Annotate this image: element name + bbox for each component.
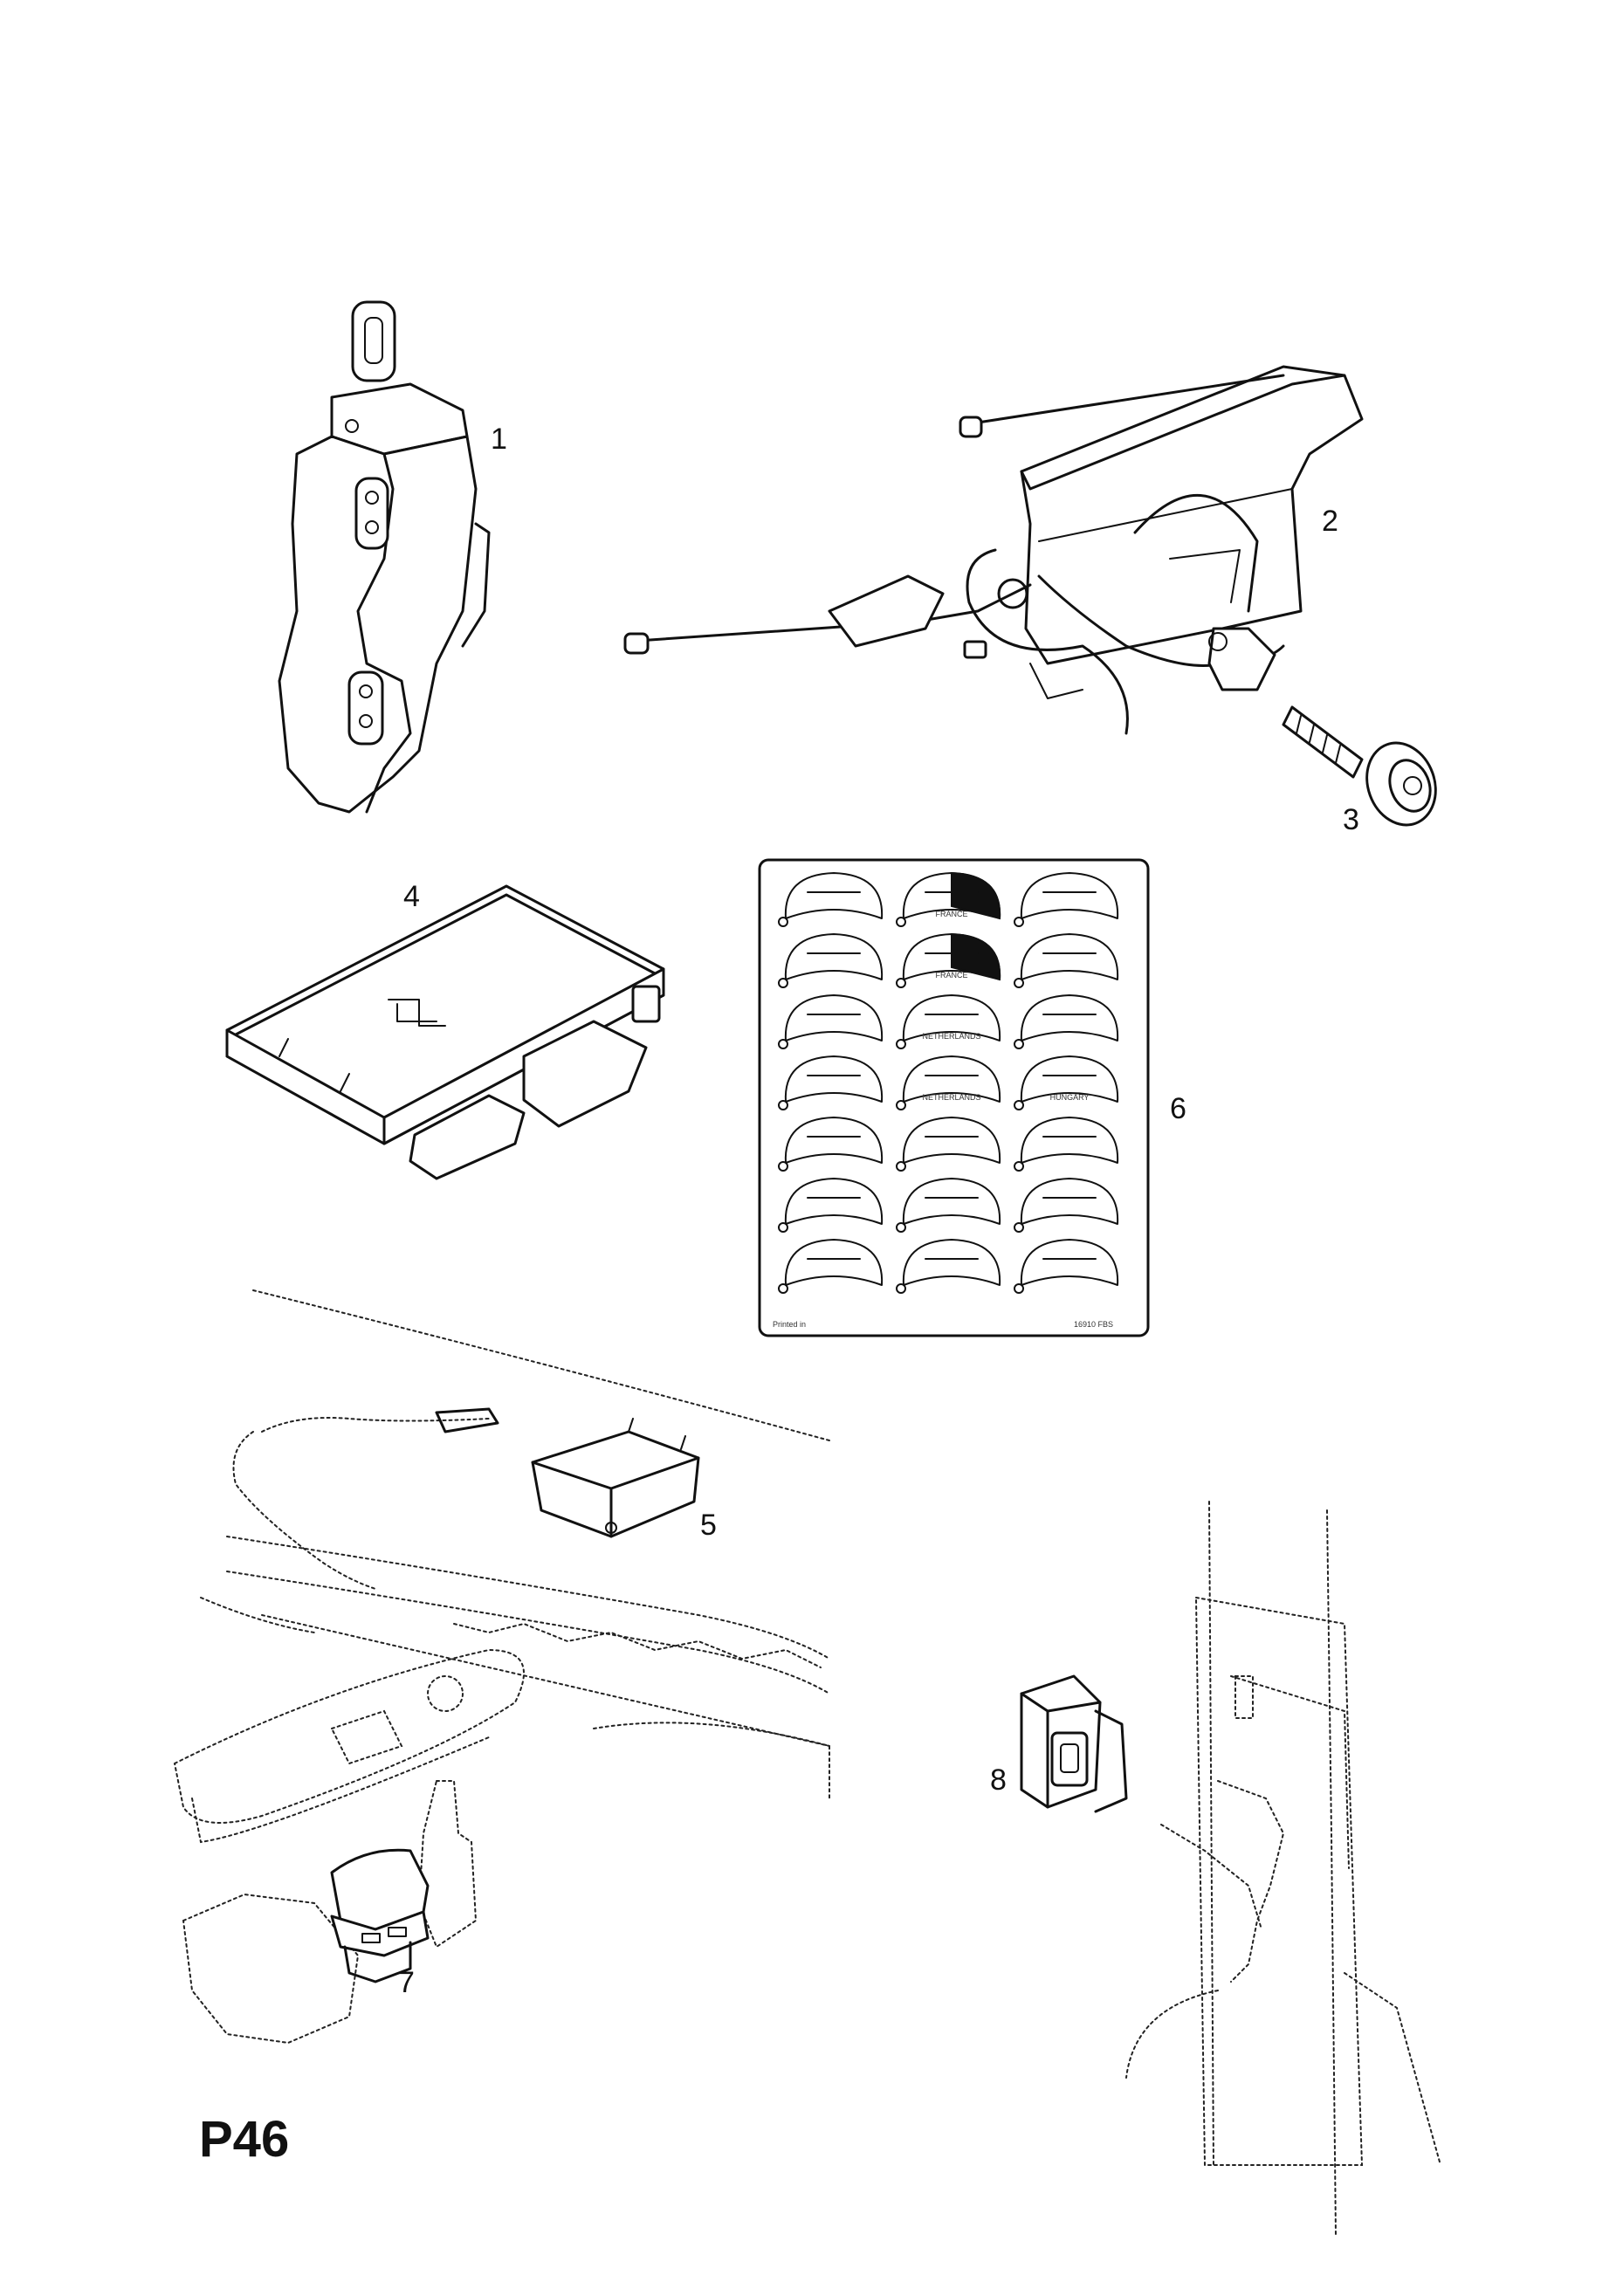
- svg-text:Printed in: Printed in: [773, 1320, 806, 1329]
- callout-2: 2: [1322, 505, 1338, 538]
- sheet-label-dark-band: [951, 932, 1001, 981]
- callout-1: 1: [491, 423, 507, 456]
- part-5-dash-module: [200, 1289, 830, 1799]
- sheet-label-hole: [1014, 1100, 1024, 1110]
- sheet-label: [784, 1178, 884, 1225]
- sheet-label-hole: [896, 1283, 906, 1294]
- part-6-label-sheet: FRANCE FRANCE NETHERLANDS NETHERLANDS HUNGAR…: [758, 858, 1150, 1337]
- sheet-label-hole: [1014, 1283, 1024, 1294]
- sheet-label: [902, 1117, 1001, 1164]
- label-grid: FRANCE FRANCE NETHERLANDS NETHERLANDS HUNGAR…: [778, 871, 1119, 1294]
- sheet-label-hole: [896, 1222, 906, 1233]
- sheet-label-hole: [1014, 1222, 1024, 1233]
- callout-8: 8: [990, 1763, 1007, 1797]
- callout-5: 5: [700, 1509, 717, 1542]
- callout-4: 4: [403, 880, 420, 913]
- svg-text:16910 FBS: 16910 FBS: [1074, 1320, 1113, 1329]
- sheet-label-hole: [1014, 978, 1024, 988]
- callout-7: 7: [398, 1966, 415, 1999]
- sheet-label: [902, 1239, 1001, 1286]
- sheet-label: [784, 872, 884, 919]
- callout-3: 3: [1343, 803, 1359, 836]
- sheet-label-dark-band: [951, 871, 1001, 920]
- sheet-label-hole: [778, 1222, 788, 1233]
- callout-6: 6: [1170, 1092, 1186, 1125]
- sheet-label-hole: [778, 978, 788, 988]
- sheet-label-hole: [896, 978, 906, 988]
- sheet-label-hole: [1014, 1039, 1024, 1049]
- sheet-label: [784, 1117, 884, 1164]
- sheet-label-hole: [1014, 1161, 1024, 1172]
- part-7-switch: [173, 1648, 525, 2045]
- sheet-label: [1020, 1178, 1119, 1225]
- sheet-label-caption: NETHERLANDS: [922, 1032, 980, 1041]
- sheet-label: [1020, 933, 1119, 980]
- part-2-lock-actuator: [623, 365, 1364, 735]
- sheet-label: [784, 1239, 884, 1286]
- sheet-label-hole: [778, 917, 788, 927]
- sheet-label-hole: [896, 1161, 906, 1172]
- sheet-label: [1020, 872, 1119, 919]
- sheet-label-hole: [778, 1283, 788, 1294]
- part-3-screw: [1282, 705, 1437, 827]
- sheet-label-caption: FRANCE: [935, 971, 967, 980]
- sheet-label: [1020, 1239, 1119, 1286]
- sheet-label-hole: [896, 1039, 906, 1049]
- part-1-key-switch: [278, 300, 491, 814]
- sheet-label-caption: FRANCE: [935, 910, 967, 918]
- sheet-label: [784, 1055, 884, 1103]
- sheet-label: [902, 1055, 1001, 1103]
- sheet-label: [902, 1178, 1001, 1225]
- sheet-label-hole: [778, 1100, 788, 1110]
- sheet-label: [1020, 1055, 1119, 1103]
- sheet-label-caption: HUNGARY: [1050, 1093, 1090, 1102]
- sheet-label-hole: [778, 1039, 788, 1049]
- sheet-label-caption: NETHERLANDS: [922, 1093, 980, 1102]
- sheet-label: [902, 994, 1001, 1041]
- sheet-label-hole: [896, 1100, 906, 1110]
- sheet-label: [784, 933, 884, 980]
- sheet-label: [1020, 1117, 1119, 1164]
- part-8-pillar-switch: [1020, 1501, 1441, 2236]
- part-4-control-module: [225, 884, 665, 1180]
- sheet-label-hole: [1014, 917, 1024, 927]
- page-code: P46: [199, 2111, 290, 2168]
- sheet-label-hole: [778, 1161, 788, 1172]
- sheet-label: [784, 994, 884, 1041]
- sheet-label: [1020, 994, 1119, 1041]
- sheet-label-hole: [896, 917, 906, 927]
